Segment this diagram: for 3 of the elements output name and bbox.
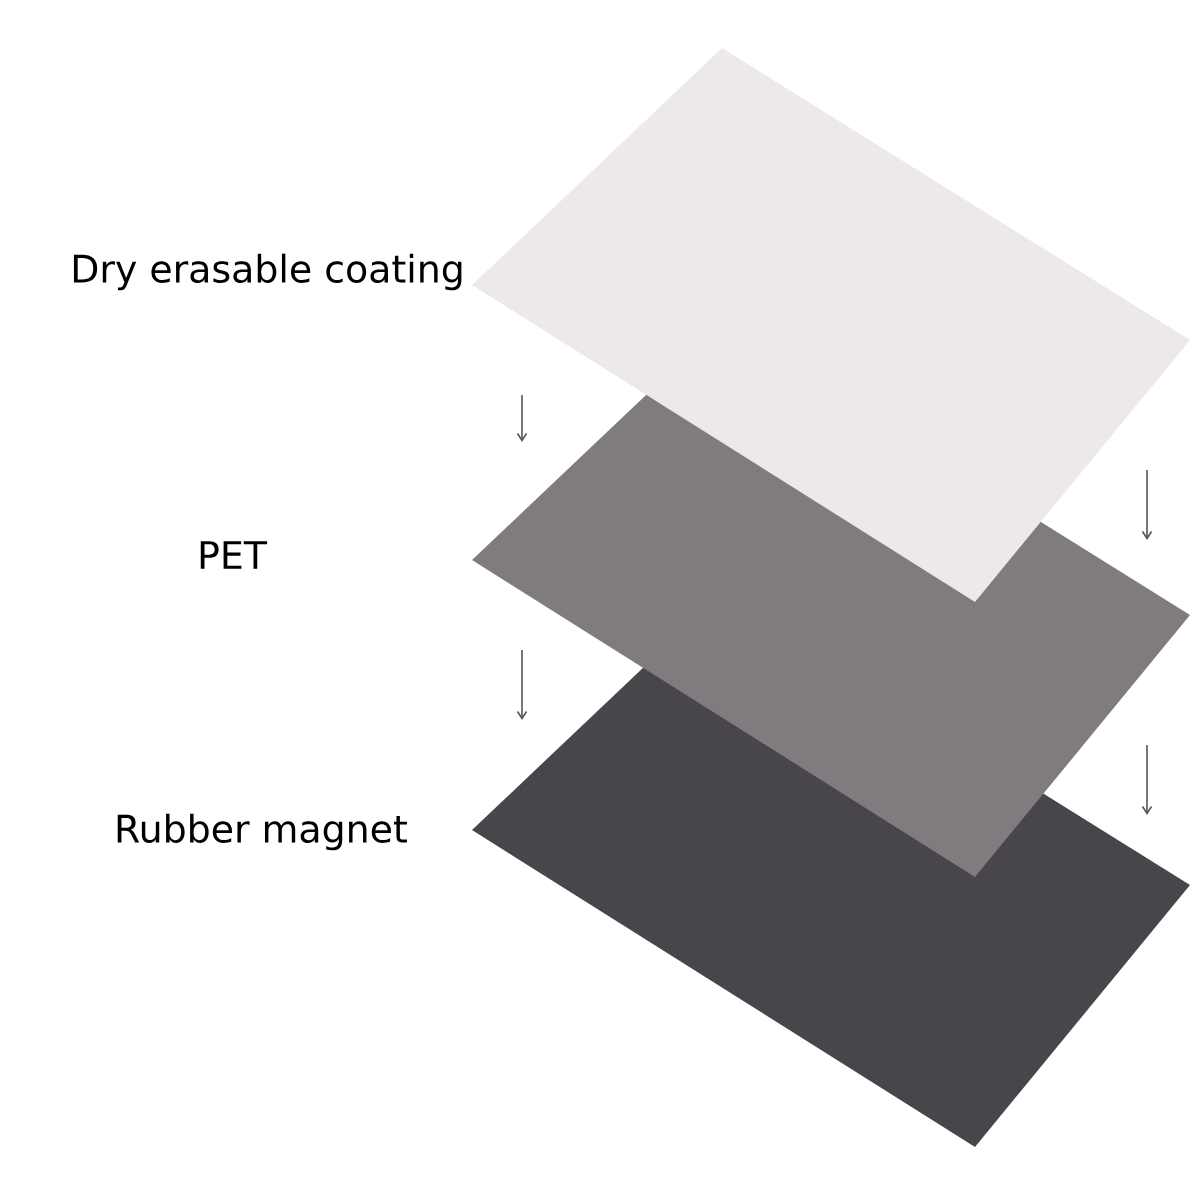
layer-label: Dry erasable coating	[73, 253, 462, 291]
layer-label: PET	[200, 541, 268, 569]
layer-label: Rubber magnet	[117, 813, 407, 851]
